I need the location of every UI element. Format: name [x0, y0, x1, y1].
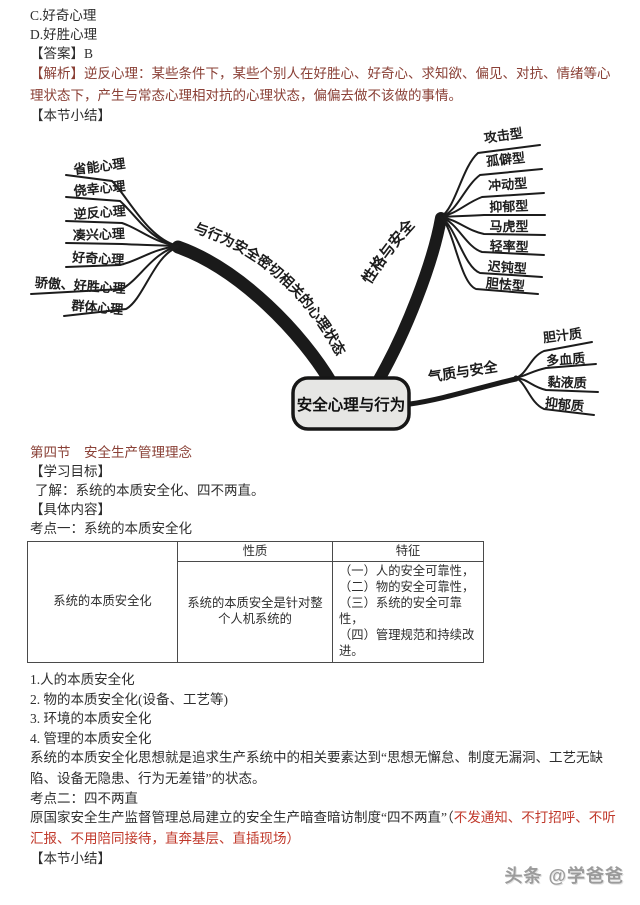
- watermark: 头条 @学爸爸: [504, 866, 624, 886]
- mindmap-item-label: 骄傲、好胜心理: [33, 275, 126, 296]
- essential-safety-list: 1.人的本质安全化 2. 物的本质安全化(设备、工艺等) 3. 环境的本质安全化…: [30, 670, 612, 748]
- mindmap-item-label: 轻率型: [489, 238, 529, 254]
- learning-goal-text: 了解：系统的本质安全化、四不两直。: [35, 483, 265, 499]
- branch-character-trunk: [371, 211, 447, 389]
- branch-label-temperament: 气质与安全: [426, 358, 500, 386]
- table-cell-features: （一）人的安全可靠性， （二）物的安全可靠性， （三）系统的安全可靠性， （四）…: [332, 561, 484, 664]
- branch-label-psychology: 与行为安全密切相关的心理状态: [192, 220, 349, 358]
- table-header-features: 特征: [332, 540, 484, 563]
- subbranch-line: [440, 213, 546, 218]
- summary-paragraph: 系统的本质安全化思想就是追求生产系统中的相关要素达到“思想无懈怠、制度无漏洞、工…: [30, 750, 603, 786]
- mindmap-item-label: 马虎型: [489, 219, 528, 234]
- branch-psychology-trunk: [171, 240, 339, 391]
- learning-goal-header: 【学习目标】: [30, 463, 111, 479]
- subbranch-line: [65, 244, 179, 268]
- subbranch-line: [440, 215, 546, 236]
- four-no-red-text: 不发通知、不打招呼、不听汇报、不用陪同接待，直奔基层、直插现场）: [30, 810, 616, 846]
- mindmap-svg: 与行为安全密切相关的心理状态 性格与安全 气质与安全 省能心理 侥幸心理 逆反心…: [30, 125, 599, 431]
- subbranch-line: [515, 362, 597, 379]
- subbranch-line: [440, 215, 543, 278]
- list-item: 4. 管理的本质安全化: [30, 730, 152, 746]
- mindmap-item-label: 省能心理: [72, 156, 126, 177]
- list-item: 2. 物的本质安全化(设备、工艺等): [30, 691, 228, 707]
- subbranch-line: [65, 241, 179, 247]
- mindmap-center-node: [291, 375, 411, 431]
- point1-title: 考点一：系统的本质安全化: [30, 521, 192, 537]
- mindmap-item-label: 黏液质: [547, 374, 587, 390]
- branch-label-psychology-text: 与行为安全密切相关的心理状态: [192, 220, 349, 358]
- analysis-paragraph: 【解析】逆反心理：某些条件下，某些个别人在好胜心、好奇心、求知欲、偏见、对抗、情…: [30, 66, 611, 103]
- essential-safety-table: 系统的本质安全化 性质 特征 系统的本质安全是针对整个人机系统的 （一）人的安全…: [27, 540, 484, 664]
- content-header: 【具体内容】: [30, 502, 111, 518]
- mindmap-item-label: 群体心理: [71, 297, 124, 316]
- subbranch-line: [440, 143, 541, 218]
- feature-line: （一）人的安全可靠性，: [339, 564, 475, 579]
- mindmap-diagram: 与行为安全密切相关的心理状态 性格与安全 气质与安全 省能心理 侥幸心理 逆反心…: [0, 125, 640, 443]
- subbranch-line: [440, 215, 539, 295]
- mindmap-center-label: 安全心理与行为: [297, 395, 406, 414]
- four-no-paragraph: 原国家安全生产监督管理总局建立的安全生产暗查暗访制度“四不两直”（不发通知、不打…: [30, 808, 618, 849]
- mindmap-item-label: 冲动型: [488, 175, 528, 193]
- mindmap-item-label: 抑郁型: [489, 198, 529, 214]
- subbranch-line: [440, 191, 545, 218]
- subbranch-line: [515, 376, 599, 393]
- subbranch-line: [440, 215, 545, 256]
- branch-temperament-trunk: [407, 376, 519, 407]
- mindmap-item-label: 凑兴心理: [73, 226, 126, 243]
- table-cell-nature: 系统的本质安全是针对整个人机系统的: [177, 561, 333, 664]
- option-d: D.好胜心理: [30, 27, 98, 43]
- subbranch-line: [63, 245, 179, 317]
- feature-line: （二）物的安全可靠性，: [339, 580, 475, 595]
- subbranch-line: [30, 244, 179, 295]
- section-title: 第四节 安全生产管理理念: [30, 444, 192, 460]
- answer-line: 【答案】B: [30, 46, 94, 62]
- list-item: 1.人的本质安全化: [30, 672, 135, 688]
- mindmap-item-label: 抑郁质: [544, 395, 584, 414]
- table-header-nature: 性质: [177, 540, 333, 563]
- mindmap-item-label: 攻击型: [483, 125, 524, 145]
- subbranch-line: [65, 219, 179, 247]
- mindmap-item-label: 逆反心理: [73, 203, 126, 222]
- list-item: 3. 环境的本质安全化: [30, 711, 152, 727]
- feature-line: （三）系统的安全可靠性，: [339, 596, 462, 627]
- branch-label-character: 性格与安全: [358, 215, 419, 287]
- feature-line: （四）管理规范和持续改进。: [339, 628, 475, 659]
- page-content: C.好奇心理 D.好胜心理 【答案】B 【解析】逆反心理：某些条件下，某些个别人…: [0, 8, 640, 867]
- branch-label-character-text: 性格与安全: [358, 215, 419, 287]
- table-row-label: 系统的本质安全化: [27, 540, 178, 664]
- mindmap-item-label: 胆汁质: [542, 325, 583, 345]
- option-c: C.好奇心理: [30, 8, 97, 23]
- mindmap-item-label: 迟钝型: [487, 258, 527, 276]
- mindmap-item-label: 侥幸心理: [73, 178, 126, 198]
- mindmap-item-label: 胆怯型: [485, 275, 525, 293]
- subbranch-line: [515, 376, 595, 416]
- four-no-prefix: 原国家安全生产监督管理总局建立的安全生产暗查暗访制度“四不两直”（: [30, 810, 454, 826]
- mindmap-item-label: 好奇心理: [71, 249, 125, 267]
- mindmap-item-label: 孤僻型: [485, 150, 525, 169]
- point2-title: 考点二：四不两直: [30, 791, 138, 807]
- section-summary-header-bottom: 【本节小结】: [30, 851, 111, 867]
- mindmap-item-label: 多血质: [546, 350, 586, 368]
- section-summary-header-top: 【本节小结】: [30, 107, 111, 123]
